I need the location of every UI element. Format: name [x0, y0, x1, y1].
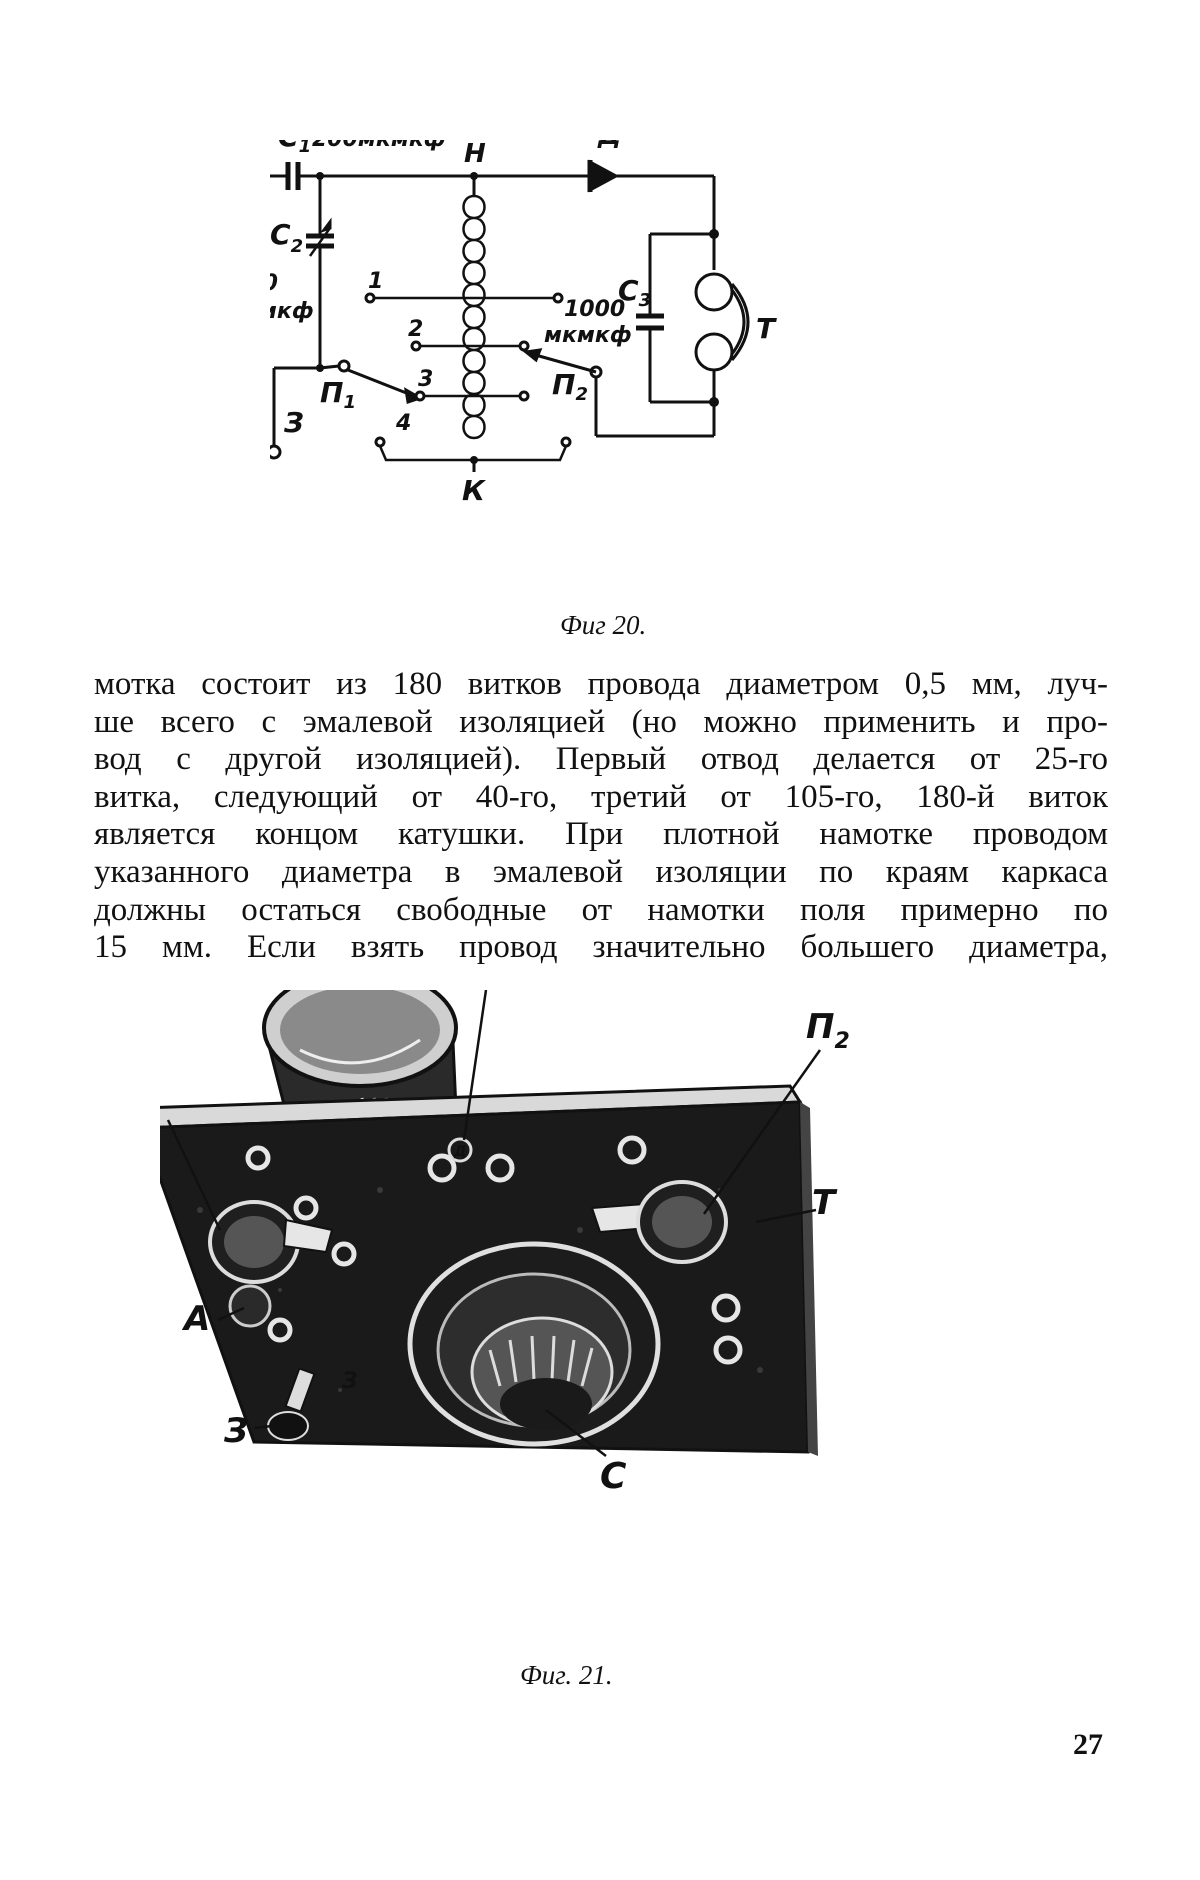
label-tap-2: 2	[408, 317, 423, 342]
figure-20-schematic: C1 200мкмкф Н Д C2 500 мкмкф 1 2 3 4 100…	[226, 120, 970, 600]
label-c2-value-2: мкмкф	[270, 299, 314, 324]
label-c3-value-1: 1000	[564, 297, 625, 322]
circuit-diagram: C1 200мкмкф Н Д C2 500 мкмкф 1 2 3 4 100…	[226, 120, 777, 507]
label-z-small: З	[341, 1369, 358, 1394]
text-line: 15 мм. Если взять провод значительно бол…	[94, 929, 1108, 966]
body-paragraph: мотка состоит из 180 витков провода диам…	[94, 666, 1108, 967]
figure-20-caption: Фиг 20.	[560, 610, 647, 640]
text-line: витка, следующий от 40-го, третий от 105…	[94, 778, 1108, 815]
label-c1: C1	[278, 140, 311, 157]
coil-cylinder	[262, 968, 458, 1129]
label-p2: П2	[806, 1007, 850, 1054]
label-z: З	[223, 1411, 248, 1451]
label-k: К	[462, 474, 487, 507]
terminal-z	[267, 1367, 316, 1441]
label-c3-value-2: мкмкф	[544, 323, 632, 348]
label-c2: C2	[270, 218, 303, 257]
socket-group	[245, 1135, 743, 1365]
figure-21-caption: Фиг. 21.	[520, 1660, 613, 1690]
label-tap-4: 4	[395, 411, 411, 436]
label-d: Д	[597, 140, 621, 151]
text-line: вод с другой изоляцией). Первый отвод де…	[94, 741, 1108, 778]
text-line: ше всего с эмалевой изоляцией (но можно …	[94, 703, 1108, 740]
label-a: А	[181, 1299, 210, 1339]
text-line: указанного диаметра в эмалевой изоляции …	[94, 853, 1108, 890]
label-z: З	[283, 406, 304, 439]
label-c3: C3	[618, 274, 651, 311]
receiver-panel-illustration: Д	[110, 906, 850, 1497]
text-line: является концом катушки. При плотной нам…	[94, 816, 1108, 853]
label-n: Н	[464, 140, 486, 169]
label-p2: П2	[552, 368, 588, 405]
label-t: Т	[756, 312, 777, 345]
label-c: С	[600, 1456, 627, 1497]
switch-knob-p1	[208, 1200, 334, 1284]
junction-dots	[316, 172, 719, 464]
label-tap-3: 3	[418, 367, 433, 392]
label-p1: П1	[320, 376, 356, 413]
label-c1-value: 200мкмкф	[312, 140, 446, 152]
label-t: Т	[812, 1183, 838, 1223]
label-c2-value-1: 500	[270, 271, 278, 296]
text-line: мотка состоит из 180 витков провода диам…	[94, 666, 1108, 702]
page-number: 27	[1073, 1728, 1103, 1761]
label-tap-1: 1	[368, 269, 383, 294]
text-line: должны остаться свободные от намотки пол…	[94, 891, 1108, 928]
switch-knob-p2	[590, 1180, 728, 1264]
tuning-dial-c	[407, 1241, 661, 1447]
figure-21-receiver-drawing: Д	[110, 906, 1000, 1630]
label-d-small: Д	[453, 1144, 466, 1160]
